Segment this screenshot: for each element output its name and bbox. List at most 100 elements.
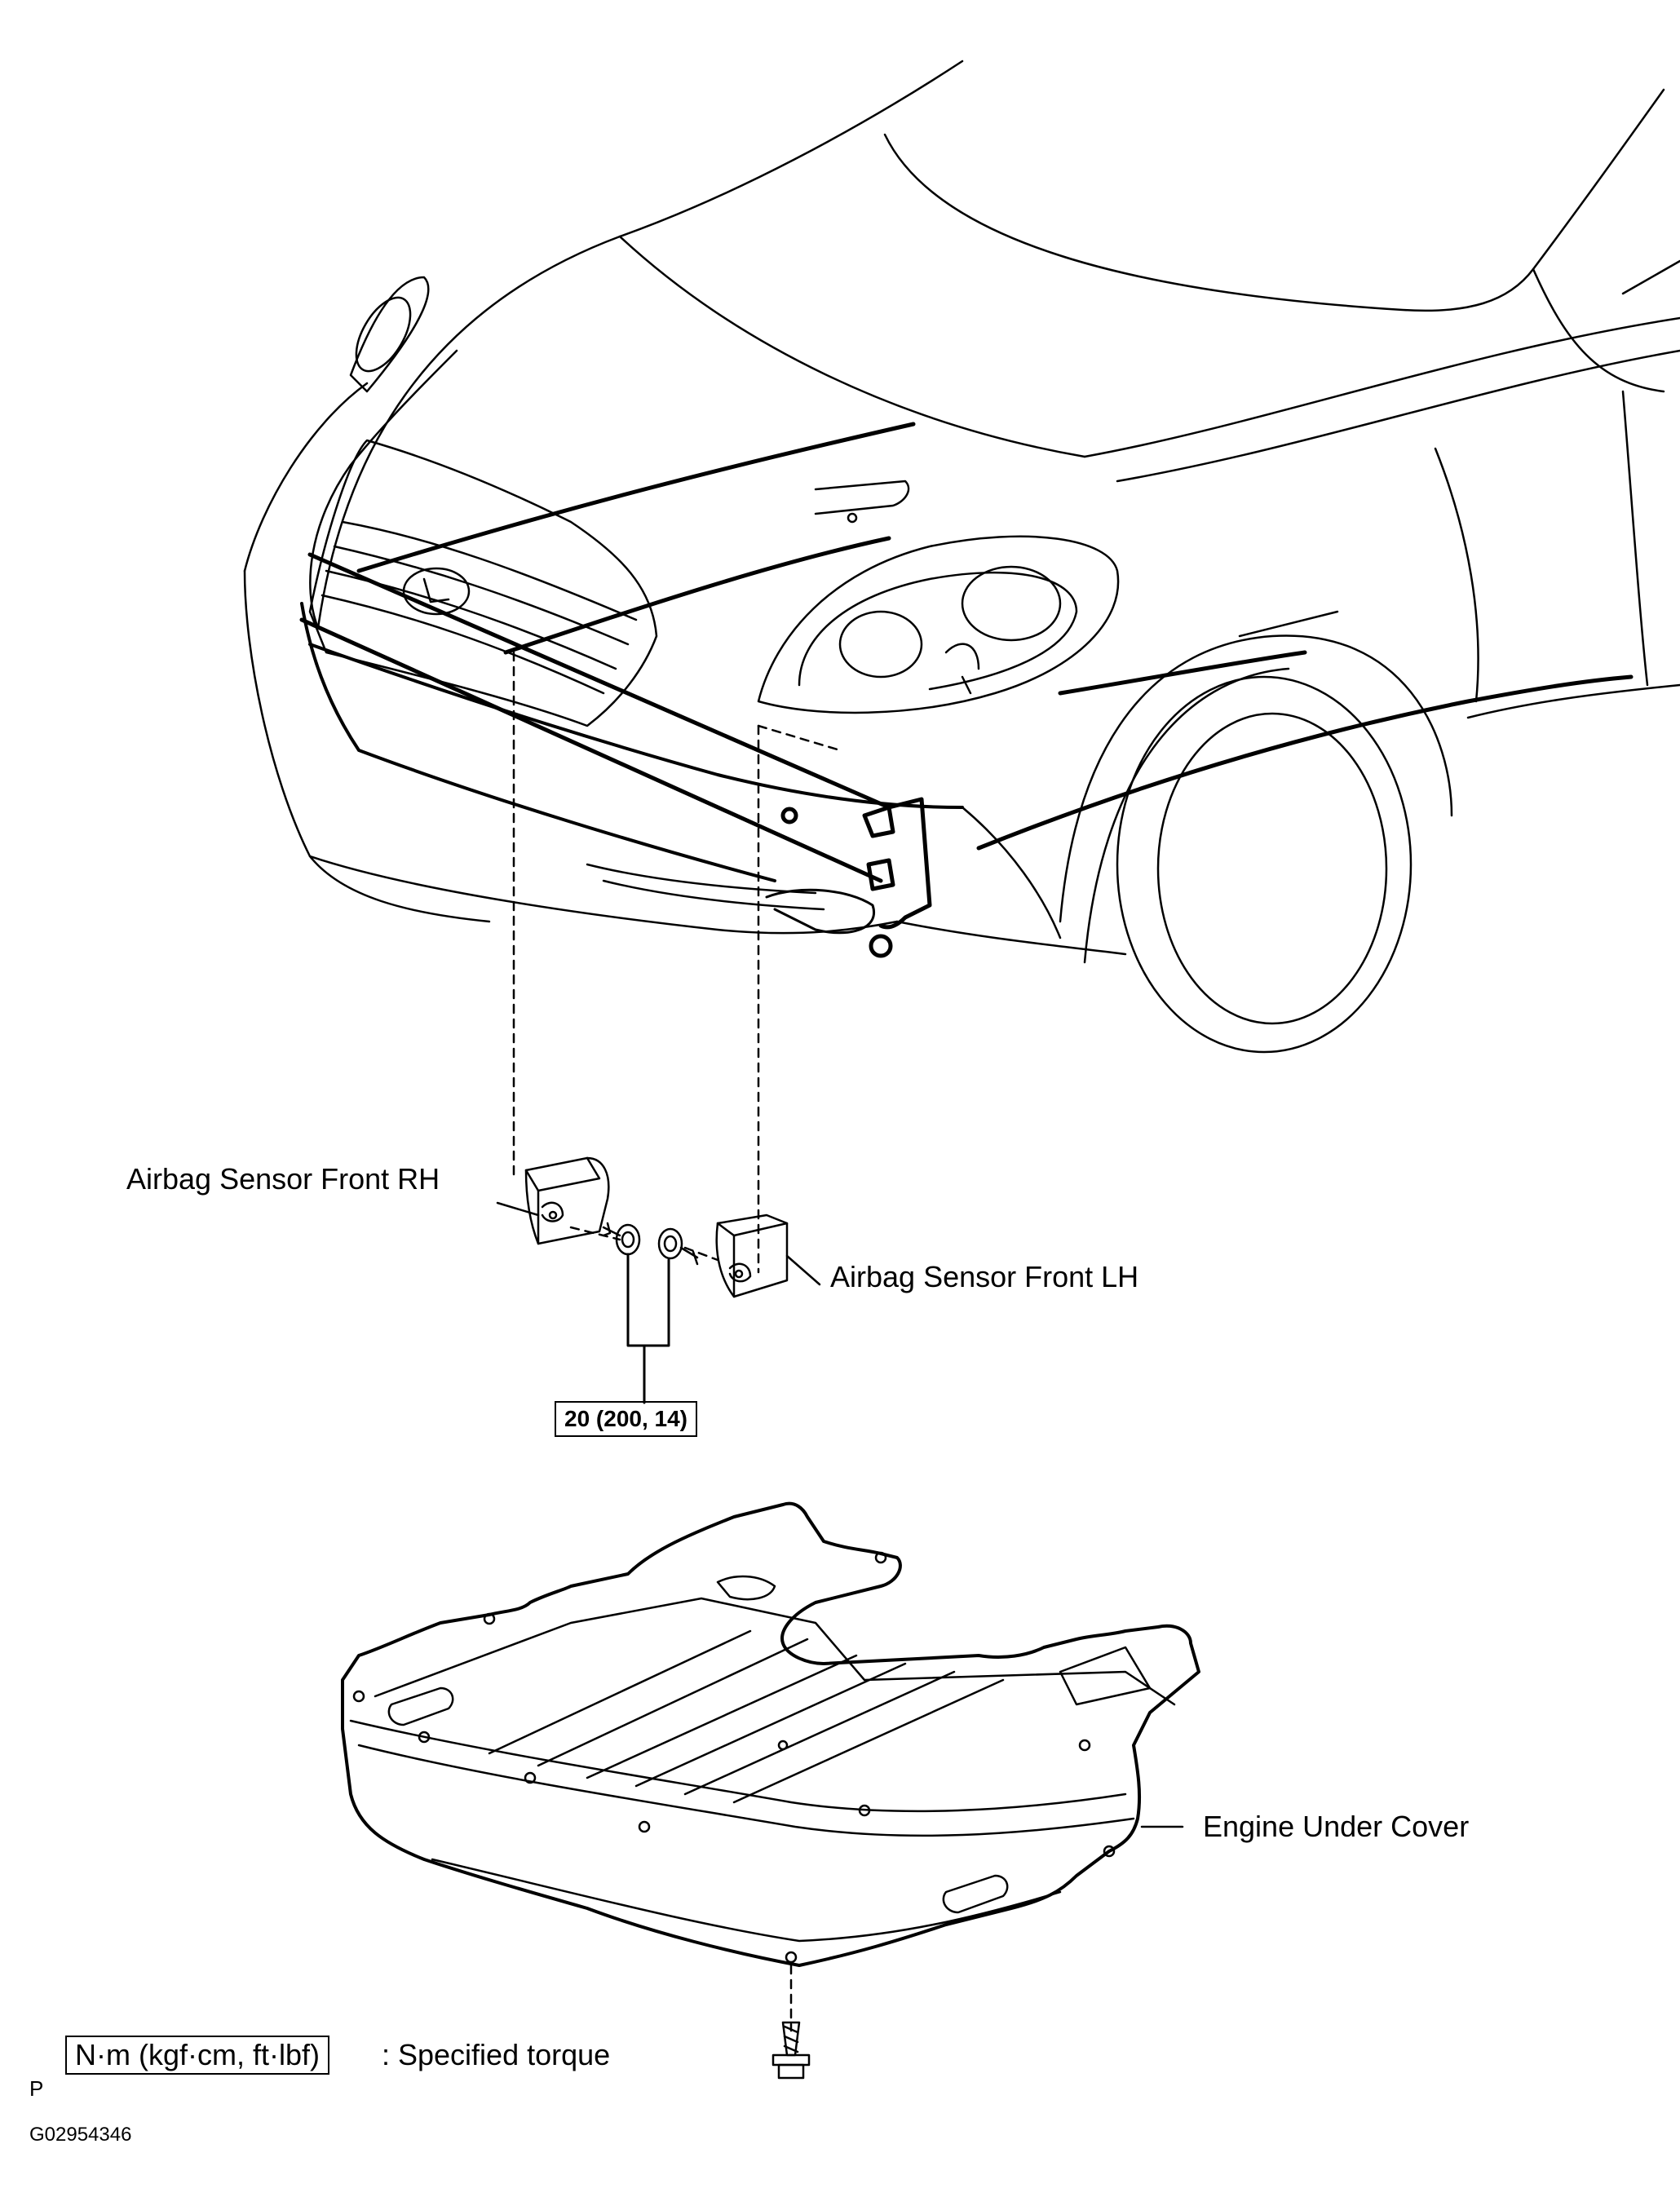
nose-left-side xyxy=(243,382,369,572)
airbag-sensor-lh-label: Airbag Sensor Front LH xyxy=(830,1260,1139,1293)
front-tire-inner xyxy=(1156,712,1388,1025)
right-headlamp xyxy=(757,535,1120,714)
apron xyxy=(961,806,1062,939)
under-cover-rib-4 xyxy=(634,1662,907,1788)
left-headlamp-lens xyxy=(355,296,412,373)
clip-5 xyxy=(785,1951,798,1964)
headlamp-lens-2 xyxy=(838,610,923,679)
right-headlamp-inner xyxy=(798,571,1078,691)
side-crease xyxy=(1116,349,1680,483)
clip-1 xyxy=(352,1690,365,1703)
lower-air-intake xyxy=(586,863,817,895)
under-cover-scoop xyxy=(716,1575,776,1601)
under-cover-rib-1 xyxy=(488,1629,752,1755)
reinforcement-bracket-2 xyxy=(866,858,895,891)
fender-swage-2 xyxy=(1238,610,1339,638)
car-body xyxy=(243,60,1680,1054)
bolt-rh xyxy=(602,1222,641,1256)
bolt-lh xyxy=(657,1227,699,1266)
under-cover-bolt xyxy=(771,2021,811,2080)
bumper-reinforcement xyxy=(299,552,932,958)
fender-line xyxy=(1083,316,1680,458)
clip-3 xyxy=(524,1771,537,1784)
under-cover-right-flange xyxy=(1059,1646,1152,1706)
headlamp-projector xyxy=(944,643,980,695)
clip-10 xyxy=(858,1804,871,1817)
bumper-wire xyxy=(765,888,876,935)
headlamp-lens-1 xyxy=(961,565,1062,642)
a-pillar xyxy=(1621,259,1680,295)
hood-front-edge-2 xyxy=(503,536,891,655)
airbag-sensor-rh-label: Airbag Sensor Front RH xyxy=(126,1162,440,1196)
hood-outline xyxy=(316,60,964,630)
side-body-line xyxy=(976,674,1634,851)
under-cover-rib-3 xyxy=(586,1654,858,1779)
wheel-arch xyxy=(1059,634,1453,923)
engine-under-cover-label: Engine Under Cover xyxy=(1203,1810,1470,1843)
hood-front-edge xyxy=(356,422,916,573)
under-cover-inner xyxy=(374,1597,1176,1706)
under-cover-rib-2 xyxy=(537,1638,809,1767)
lh-bolt-leader xyxy=(683,1246,719,1262)
windshield-right xyxy=(1532,267,1665,393)
front-tire xyxy=(1116,675,1413,1054)
rh-bolt-leader xyxy=(569,1226,621,1241)
under-cover-lip xyxy=(357,1744,1135,1837)
clip-8 xyxy=(1078,1739,1091,1752)
grille-bar-1 xyxy=(341,520,638,621)
door-line-2 xyxy=(1621,390,1649,687)
reinforcement-end xyxy=(878,797,932,930)
under-cover-slot-right xyxy=(942,1874,1009,1914)
torque-unit-box: N·m (kgf·cm, ft·lbf) xyxy=(65,2036,329,2075)
hood-dot xyxy=(847,512,858,524)
tow-hook-eye xyxy=(869,934,893,958)
under-cover-outline xyxy=(341,1501,1200,1967)
nose-upper xyxy=(309,349,458,630)
clip-9 xyxy=(1103,1845,1116,1858)
emblem-l xyxy=(422,577,450,603)
windshield-left xyxy=(1532,88,1665,271)
under-cover-rear-fold xyxy=(431,1858,1062,1943)
under-cover-rib-5 xyxy=(683,1670,956,1796)
lh-label-leader xyxy=(785,1254,821,1286)
under-cover-rib-6 xyxy=(732,1678,1005,1804)
bumper-left-curve xyxy=(243,569,491,923)
reinforcement-bottom xyxy=(299,617,883,883)
rh-label-leader xyxy=(496,1201,540,1217)
lh-sensor-leader-top xyxy=(757,724,842,752)
clip-2 xyxy=(418,1731,431,1744)
lower-air-intake-2 xyxy=(602,879,825,911)
figure-code: G02954346 xyxy=(29,2124,132,2146)
reinforcement-top xyxy=(307,552,891,810)
grille-bar-3 xyxy=(325,569,617,670)
torque-legend-text: : Specified torque xyxy=(382,2038,611,2071)
p-mark: P xyxy=(29,2076,44,2101)
reinforcement-bracket-1 xyxy=(862,805,895,838)
wheel-arch-2 xyxy=(1083,667,1290,964)
front-lower-body xyxy=(895,920,1127,956)
bumper-bottom xyxy=(308,855,899,935)
hood-top-edge xyxy=(883,133,1535,312)
emblem xyxy=(402,567,471,616)
under-cover-front-edge xyxy=(349,1719,1127,1813)
hood-centerline xyxy=(618,235,1086,458)
clip-6 xyxy=(874,1551,887,1564)
airbag-sensor-rh xyxy=(524,1156,610,1245)
dashed-leaders xyxy=(512,651,842,2032)
hood-slot xyxy=(814,480,910,515)
under-cover-slot-left xyxy=(387,1686,454,1726)
grille-bar-4 xyxy=(321,594,605,695)
clip-11 xyxy=(777,1739,789,1751)
engine-under-cover-shape xyxy=(341,1501,1200,1967)
torque-value-box: 20 (200, 14) xyxy=(555,1401,697,1437)
door-line xyxy=(1434,447,1479,703)
fender-swage xyxy=(1058,650,1307,696)
bumper-lower-line xyxy=(300,602,776,882)
airbag-sensor-lh xyxy=(715,1213,789,1298)
clip-7 xyxy=(483,1612,496,1625)
reinforcement-hole xyxy=(780,807,798,824)
torque-bracket xyxy=(626,1253,670,1404)
left-headlamp xyxy=(349,276,430,393)
